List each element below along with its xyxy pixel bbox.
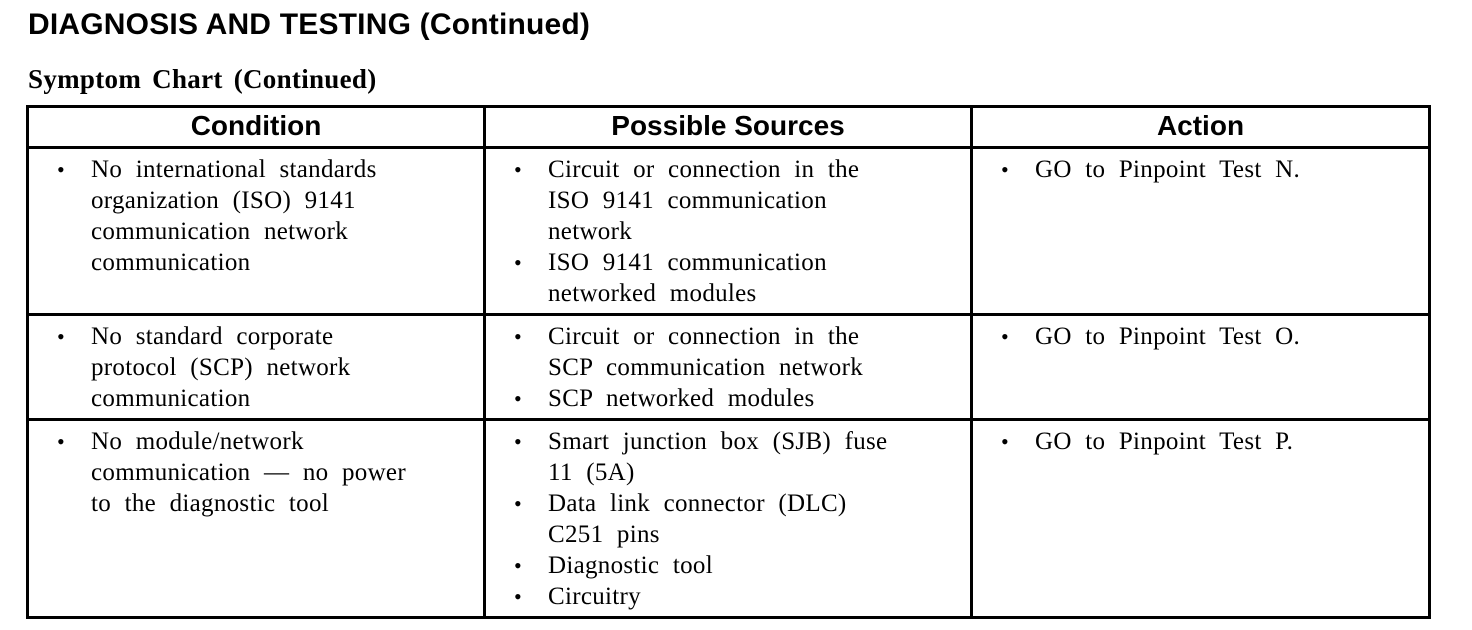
bullet-text: GO to Pinpoint Test N. bbox=[1035, 156, 1301, 183]
table-row: • No standard corporate protocol (SCP) n… bbox=[26, 313, 1431, 421]
action-cell: • GO to Pinpoint Test N. bbox=[970, 146, 1431, 316]
bullet-item: • Diagnostic tool bbox=[504, 550, 964, 581]
bullet-icon: • bbox=[514, 584, 523, 609]
bullet-icon: • bbox=[57, 324, 66, 349]
bullet-item: • ISO 9141 communication networked modul… bbox=[504, 247, 964, 309]
bullet-item: • Circuit or connection in the SCP commu… bbox=[504, 321, 964, 383]
possible-sources-cell: • Circuit or connection in the SCP commu… bbox=[483, 313, 973, 421]
bullet-item: • No module/network communication — no p… bbox=[47, 426, 477, 519]
bullet-text: No module/network communication — no pow… bbox=[91, 428, 406, 517]
bullet-icon: • bbox=[57, 157, 66, 182]
bullet-icon: • bbox=[514, 250, 523, 275]
bullet-text: ISO 9141 communication networked modules bbox=[548, 249, 827, 307]
column-header-action: Action bbox=[970, 105, 1431, 149]
bullet-text: Diagnostic tool bbox=[548, 552, 713, 579]
bullet-item: • Circuit or connection in the ISO 9141 … bbox=[504, 154, 964, 247]
bullet-text: Circuit or connection in the ISO 9141 co… bbox=[548, 156, 860, 245]
condition-cell: • No module/network communication — no p… bbox=[26, 418, 486, 619]
bullet-text: Data link connector (DLC) C251 pins bbox=[548, 490, 847, 548]
bullet-item: • No standard corporate protocol (SCP) n… bbox=[47, 321, 477, 414]
action-cell: • GO to Pinpoint Test O. bbox=[970, 313, 1431, 421]
bullet-text: Smart junction box (SJB) fuse 11 (5A) bbox=[548, 428, 888, 486]
bullet-icon: • bbox=[514, 491, 523, 516]
bullet-text: No standard corporate protocol (SCP) net… bbox=[91, 323, 351, 412]
bullet-icon: • bbox=[57, 429, 66, 454]
page-title: DIAGNOSIS AND TESTING (Continued) bbox=[28, 8, 591, 41]
condition-cell: • No international standards organizatio… bbox=[26, 146, 486, 316]
bullet-item: • Smart junction box (SJB) fuse 11 (5A) bbox=[504, 426, 964, 488]
table-row: • No international standards organizatio… bbox=[26, 146, 1431, 316]
condition-cell: • No standard corporate protocol (SCP) n… bbox=[26, 313, 486, 421]
column-header-condition: Condition bbox=[26, 105, 486, 149]
bullet-icon: • bbox=[514, 429, 523, 454]
possible-sources-cell: • Smart junction box (SJB) fuse 11 (5A) … bbox=[483, 418, 973, 619]
action-cell: • GO to Pinpoint Test P. bbox=[970, 418, 1431, 619]
bullet-icon: • bbox=[514, 553, 523, 578]
bullet-icon: • bbox=[1001, 429, 1010, 454]
bullet-item: • SCP networked modules bbox=[504, 383, 964, 414]
bullet-icon: • bbox=[514, 324, 523, 349]
table-header-row: Condition Possible Sources Action bbox=[26, 105, 1431, 149]
table-row: • No module/network communication — no p… bbox=[26, 418, 1431, 619]
bullet-item: • Data link connector (DLC) C251 pins bbox=[504, 488, 964, 550]
bullet-text: GO to Pinpoint Test P. bbox=[1035, 428, 1294, 455]
bullet-text: Circuitry bbox=[548, 583, 641, 610]
possible-sources-cell: • Circuit or connection in the ISO 9141 … bbox=[483, 146, 973, 316]
bullet-icon: • bbox=[514, 157, 523, 182]
bullet-text: GO to Pinpoint Test O. bbox=[1035, 323, 1301, 350]
bullet-item: • GO to Pinpoint Test N. bbox=[991, 154, 1422, 185]
bullet-item: • GO to Pinpoint Test P. bbox=[991, 426, 1422, 457]
bullet-icon: • bbox=[514, 386, 523, 411]
bullet-item: • No international standards organizatio… bbox=[47, 154, 477, 278]
bullet-item: • Circuitry bbox=[504, 581, 964, 612]
bullet-icon: • bbox=[1001, 324, 1010, 349]
symptom-chart-table: Condition Possible Sources Action • No i… bbox=[26, 105, 1431, 619]
section-subtitle: Symptom Chart (Continued) bbox=[28, 64, 377, 94]
bullet-icon: • bbox=[1001, 157, 1010, 182]
bullet-text: No international standards organization … bbox=[91, 156, 377, 276]
bullet-text: Circuit or connection in the SCP communi… bbox=[548, 323, 863, 381]
bullet-item: • GO to Pinpoint Test O. bbox=[991, 321, 1422, 352]
column-header-possible-sources: Possible Sources bbox=[483, 105, 973, 149]
bullet-text: SCP networked modules bbox=[548, 385, 815, 412]
document-page: DIAGNOSIS AND TESTING (Continued) Sympto… bbox=[0, 8, 1472, 630]
